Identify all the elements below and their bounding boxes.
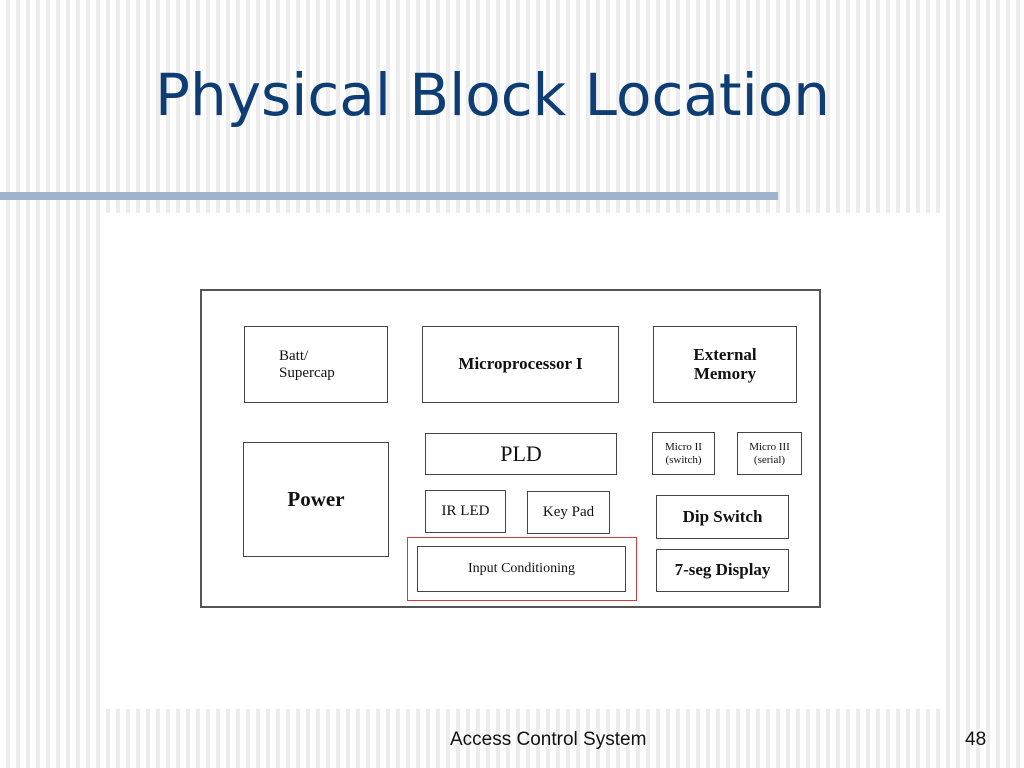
block-key-pad: Key Pad — [527, 491, 610, 534]
block-pld: PLD — [425, 433, 617, 475]
slide-title: Physical Block Location — [155, 61, 830, 129]
block-microprocessor: Microprocessor I — [422, 326, 619, 403]
slide-footer: Access Control System — [450, 729, 647, 750]
block-micro-iii: Micro III (serial) — [737, 432, 802, 475]
block-power: Power — [243, 442, 389, 557]
block-input-conditioning: Input Conditioning — [417, 546, 626, 592]
page-number: 48 — [965, 729, 987, 750]
input-conditioning-highlight — [407, 537, 637, 601]
title-divider — [0, 192, 778, 200]
block-batt-supercap: Batt/ Supercap — [244, 326, 388, 403]
block-dip-switch: Dip Switch — [656, 495, 789, 539]
block-external-memory: External Memory — [653, 326, 797, 403]
block-7-seg-display: 7-seg Display — [656, 549, 789, 592]
block-ir-led: IR LED — [425, 490, 506, 533]
block-micro-ii: Micro II (switch) — [652, 432, 715, 475]
